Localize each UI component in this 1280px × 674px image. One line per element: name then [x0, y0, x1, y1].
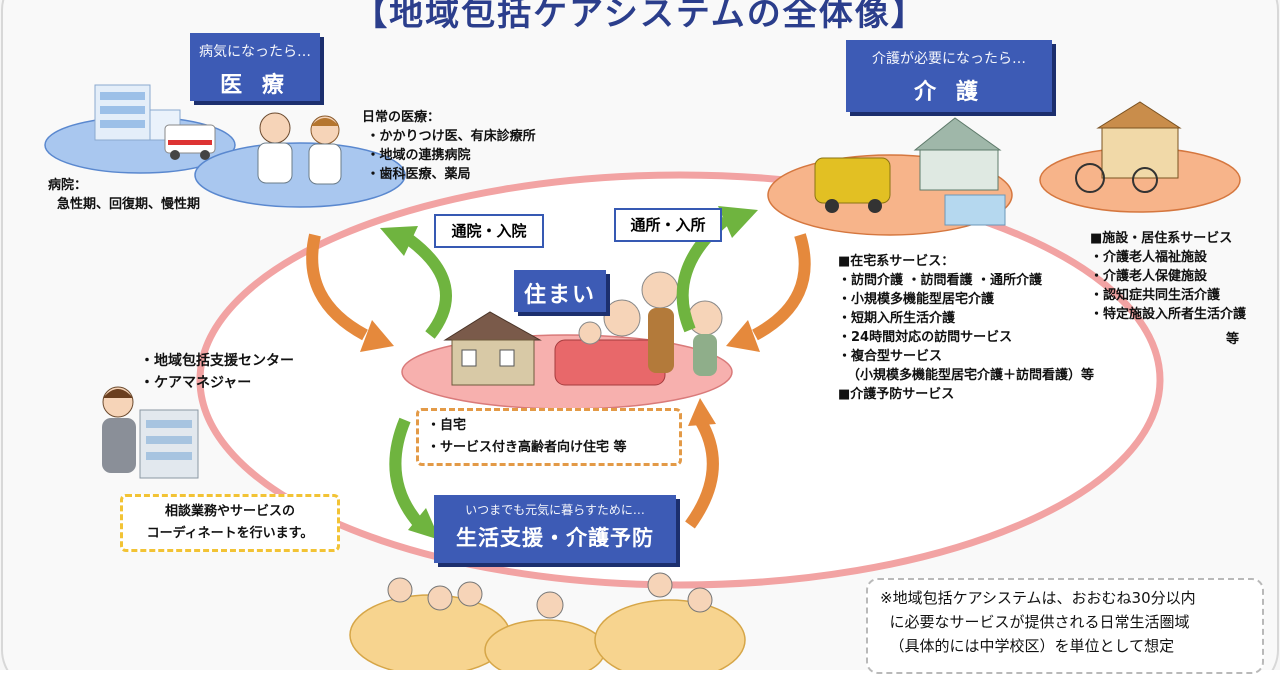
facility-etc-label: 等	[1226, 332, 1240, 347]
arrow-home-to-support	[389, 417, 425, 529]
hospital-label: 病院： 急性期、回復期、慢性期	[48, 178, 201, 212]
nursing-facility-illustration	[1075, 101, 1182, 193]
housing-types-box: ・自宅 ・サービス付き高齢者向け住宅 等	[416, 408, 682, 466]
care-subtitle: 介護が必要になったら…	[872, 51, 1026, 67]
clinic-ground	[194, 142, 406, 208]
note-box: ※地域包括ケアシステムは、おおむね30分以内 に必要なサービスが提供される日常生…	[866, 578, 1264, 674]
support-box: いつまでも元気に暮らすために… 生活支援・介護予防	[434, 495, 676, 563]
arrow-medical-to-home	[306, 233, 368, 341]
medical-subtitle: 病気になったら…	[199, 44, 311, 60]
facility-services-label: ■施設・居住系サービス ・介護老人福祉施設 ・介護老人保健施設 ・認知症共同生活…	[1090, 231, 1247, 322]
tsuin-label-box: 通院・入院	[434, 214, 544, 248]
care-box: 介護が必要になったら… 介 護	[846, 40, 1052, 112]
tsusho-label-box: 通所・入所	[614, 208, 722, 242]
activity-ground-3	[594, 599, 746, 670]
daily-medical-label: 日常の医療： ・かかりつけ医、有床診療所 ・地域の連携病院 ・歯科医療、薬局	[362, 110, 536, 182]
hospital-illustration	[94, 84, 181, 141]
doctors-illustration	[257, 112, 342, 185]
arrow-care-to-home	[752, 233, 811, 341]
consultation-box: 相談業務やサービスの コーディネートを行います。	[120, 494, 340, 552]
housing-box: 住まい	[514, 270, 606, 312]
page-title: 【地域包括ケアシステムの全体像】	[353, 0, 927, 34]
care-van-illustration	[814, 157, 891, 213]
activity-ground-1	[349, 594, 511, 670]
care-house-illustration	[913, 117, 1006, 226]
house-illustration	[443, 311, 542, 386]
housing-title: 住まい	[523, 283, 596, 308]
arrow-home-to-medical	[406, 235, 452, 339]
arrow-support-to-home	[685, 416, 719, 529]
ambulance-illustration	[164, 124, 216, 160]
home-services-label: ■在宅系サービス： ・訪問介護 ・訪問看護 ・通所介護 ・小規模多機能型居宅介護…	[838, 254, 1095, 402]
care-title: 介 護	[914, 80, 984, 105]
seniors-activity-illustration	[387, 572, 713, 619]
family-illustration	[554, 271, 723, 386]
support-center-label: ・地域包括支援センター ・ケアマネジャー	[140, 353, 294, 391]
support-title: 生活支援・介護予防	[456, 526, 654, 550]
medical-title: 医 療	[220, 73, 290, 98]
support-subtitle: いつまでも元気に暮らすために…	[465, 503, 645, 517]
care-manager-illustration	[102, 386, 199, 479]
medical-box: 病気になったら… 医 療	[190, 33, 320, 101]
